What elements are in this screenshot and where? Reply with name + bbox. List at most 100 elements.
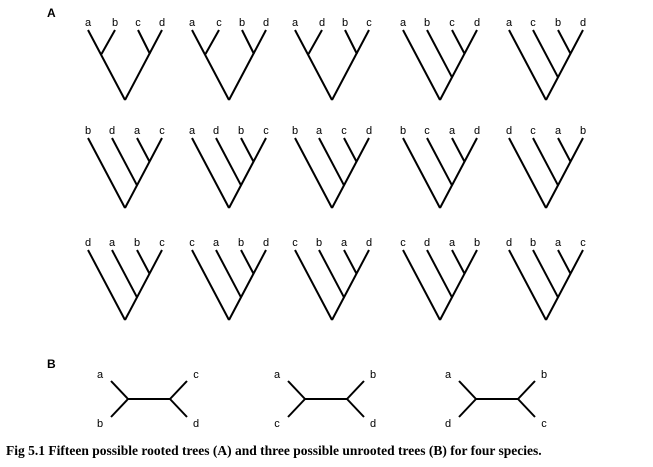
tree-branch (517, 398, 536, 418)
tree-branch (508, 29, 547, 101)
leaf-label: b (112, 17, 118, 29)
tree-branch (318, 249, 345, 298)
leaf-label: c (530, 17, 536, 29)
tree-branch (191, 29, 230, 101)
tree-branch (111, 249, 138, 298)
tree-branch (100, 29, 116, 55)
leaf-label: c (366, 17, 372, 29)
leaf-label: c (189, 237, 195, 249)
tree-branch (545, 137, 584, 209)
leaf-label: a (189, 125, 196, 137)
leaf-label: b (580, 125, 586, 137)
leaf-label: b (400, 125, 406, 137)
leaf-label: a (274, 369, 281, 381)
tree-branch (346, 398, 365, 418)
leaf-label: a (555, 125, 562, 137)
leaf-label: b (239, 17, 245, 29)
tree-branch (110, 398, 129, 418)
leaf-label: c (135, 17, 141, 29)
leaf-label: b (238, 125, 244, 137)
leaf-label: c (193, 369, 199, 381)
tree-branch (169, 380, 188, 400)
panel-label-b: B (47, 357, 56, 371)
leaf-label: d (506, 237, 512, 249)
tree-branch (331, 29, 370, 101)
leaf-label: c (274, 418, 280, 430)
leaf-label: a (445, 369, 452, 381)
tree-branch (240, 249, 255, 275)
leaf-label: c (424, 125, 430, 137)
figure-caption: Fig 5.1 Fifteen possible rooted trees (A… (6, 443, 542, 458)
leaf-label: a (555, 237, 562, 249)
tree-branch (331, 137, 370, 209)
leaf-label: d (366, 237, 372, 249)
tree-branch (331, 249, 370, 321)
tree-branch (136, 137, 151, 163)
leaf-label: a (109, 237, 116, 249)
leaf-label: a (85, 17, 92, 29)
tree-branch (124, 249, 163, 321)
tree-branch (287, 380, 306, 400)
tree-branch (204, 29, 220, 55)
leaf-label: a (292, 17, 299, 29)
tree-branch (344, 29, 358, 55)
tree-branch (402, 29, 441, 101)
leaf-label: d (445, 418, 451, 430)
leaf-label: d (193, 418, 199, 430)
leaf-label: d (474, 125, 480, 137)
tree-branch (458, 398, 477, 418)
leaf-label: d (424, 237, 430, 249)
tree-branch (87, 249, 126, 321)
tree-branch (545, 29, 584, 101)
leaf-label: b (316, 237, 322, 249)
tree-branch (228, 137, 267, 209)
leaf-label: d (370, 418, 376, 430)
leaf-label: a (506, 17, 513, 29)
leaf-label: d (85, 237, 91, 249)
tree-branch (294, 249, 333, 321)
leaf-label: a (316, 125, 323, 137)
leaf-label: b (238, 237, 244, 249)
tree-branch (110, 380, 129, 400)
tree-branch (294, 29, 333, 101)
tree-branch (111, 137, 138, 186)
leaf-label: b (424, 17, 430, 29)
leaf-label: c (292, 237, 298, 249)
tree-branch (124, 137, 163, 209)
tree-branch (517, 380, 536, 400)
leaf-label: a (341, 237, 348, 249)
leaf-label: d (366, 125, 372, 137)
tree-branch (191, 249, 230, 321)
tree-branch (508, 137, 547, 209)
tree-branch (318, 137, 345, 186)
tree-branch (215, 249, 242, 298)
leaf-label: b (342, 17, 348, 29)
leaf-label: a (213, 237, 220, 249)
leaf-label: d (263, 237, 269, 249)
leaf-label: c (263, 125, 269, 137)
tree-branch (426, 137, 453, 186)
tree-branch (402, 137, 441, 209)
leaf-label: b (85, 125, 91, 137)
tree-branch (136, 249, 151, 275)
leaf-label: c (449, 17, 455, 29)
leaf-label: b (474, 237, 480, 249)
leaf-label: d (506, 125, 512, 137)
leaf-label: b (541, 369, 547, 381)
leaf-label: a (449, 125, 456, 137)
tree-branch (87, 137, 126, 209)
leaf-label: c (530, 125, 536, 137)
tree-branch (294, 137, 333, 209)
tree-branch (508, 249, 547, 321)
leaf-label: d (109, 125, 115, 137)
